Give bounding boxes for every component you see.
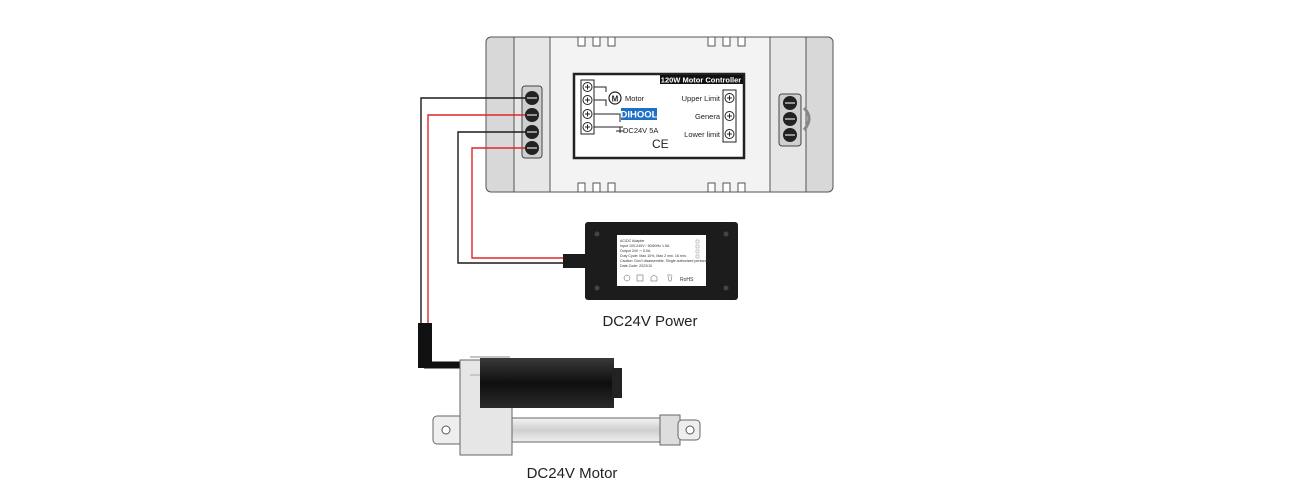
adapter-cable-strain-relief [563, 254, 589, 268]
controller-label-panel [572, 72, 746, 160]
linear-actuator [418, 323, 701, 456]
motor-symbol-icon [608, 91, 622, 105]
brand-badge [621, 108, 657, 120]
motor-endcap [612, 368, 622, 398]
panel-schematic [594, 86, 624, 133]
motor-controller: 120W Motor Controller M Motor DC24V 5A D… [485, 36, 834, 193]
adapter-spec-line: Date Code: 2023/10 [620, 264, 652, 268]
adapter-spec-line: Input 100-240V~ 50/60Hz 1.5A [620, 244, 670, 248]
supply-terminal-label: DC24V 5A [623, 126, 658, 135]
motor-caption: DC24V Motor [527, 465, 618, 482]
panel-left-terminals [580, 79, 595, 135]
rod-end-hole-icon [685, 425, 695, 435]
actuator-rod [509, 417, 681, 443]
ce-mark: CE [652, 137, 669, 151]
label-header-bar [660, 75, 743, 84]
power-adapter: AC/DC Adapter Input 100-240V~ 50/60Hz 1.… [563, 222, 738, 300]
actuator-cable-sleeve [418, 323, 432, 368]
right-terminal-block [778, 93, 811, 147]
upper-limit-label: Upper Limit [682, 94, 721, 103]
adapter-spec-line: Caution: Don't disassemble. Single autho… [620, 259, 711, 263]
panel-right-terminals [722, 89, 737, 143]
power-caption: DC24V Power [602, 313, 697, 330]
power-wire-red [471, 147, 565, 259]
motor-wire-red [427, 114, 525, 325]
general-label: Genera [695, 112, 721, 121]
adapter-spec-label [617, 235, 706, 286]
adapter-spec-line: AC/DC Adapter [620, 239, 645, 243]
power-wire-black [457, 131, 565, 264]
adapter-spec-line: Output 24V ⎓ 5.0A [620, 249, 651, 253]
rod-end [659, 414, 681, 446]
adapter-cert-icons [623, 274, 673, 282]
motor-symbol: M [612, 95, 619, 104]
adapter-spec-line: Duty Cycle: Max 10%, Max 2 min. 18 min. [620, 254, 687, 258]
motor-terminal-label: Motor [625, 94, 645, 103]
wires [420, 97, 565, 325]
brand-name: DIHOOL [621, 110, 658, 121]
controller-title: 120W Motor Controller [661, 76, 742, 85]
actuator-motor [480, 358, 614, 408]
rohs-mark: RoHS [680, 277, 694, 283]
rear-clevis-hole-icon [441, 425, 451, 435]
lower-limit-label: Lower limit [684, 130, 721, 139]
left-terminal-block [521, 85, 543, 159]
motor-wire-black [420, 97, 525, 325]
housing-slots [577, 36, 746, 193]
